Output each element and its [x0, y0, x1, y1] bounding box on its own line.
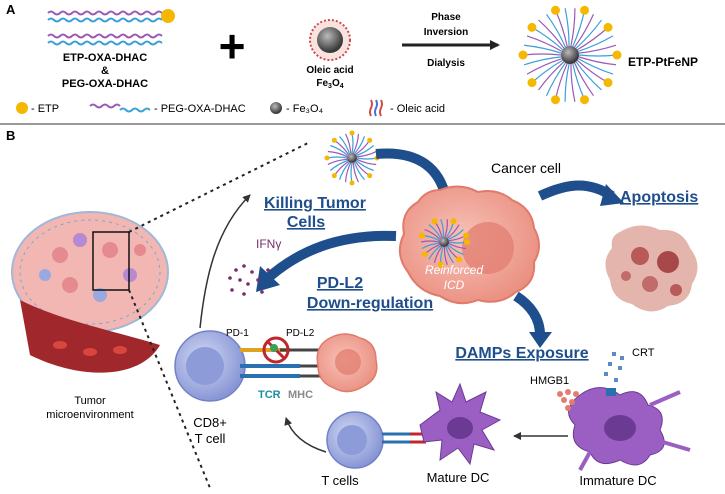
ampersand-label: &: [101, 65, 109, 77]
cancer-cell-label: Cancer cell: [491, 160, 561, 176]
immature-dc-icon: [568, 387, 691, 471]
tme-label-2: microenvironment: [46, 409, 133, 421]
zoom-box: [92, 231, 130, 291]
cd8-label-2: T cell: [195, 431, 226, 446]
pdl2-label-1: PD-L2: [317, 275, 363, 292]
oleic-acid-label: Oleic acid: [306, 65, 353, 76]
mhc-label: MHC: [288, 389, 313, 401]
crt-icon: [604, 352, 624, 396]
peg-legend-icon: [89, 103, 121, 109]
fe3o4-legend-icon: [270, 102, 282, 114]
compound2-label: PEG-OXA-DHAC: [62, 78, 148, 90]
t-cells-icon: [326, 411, 384, 469]
cd8-t-cell-icon: [174, 330, 246, 402]
killing-label-1: Killing Tumor: [264, 195, 366, 212]
phase-label: Phase: [431, 12, 461, 23]
activation-arrow: [284, 417, 327, 453]
panel-a-legend: - ETP - PEG-OXA-DHAC - Fe₃O₄ - Oleic aci…: [16, 99, 445, 117]
etp-ball-icon: [161, 9, 175, 23]
killing-label-2: Cells: [287, 214, 325, 231]
tumor-cell-small-icon: [316, 333, 378, 393]
hmgb1-icon: [557, 389, 579, 411]
damps-label: DAMPs Exposure: [455, 345, 588, 362]
pdl2-label-2: Down-regulation: [307, 295, 433, 312]
ifn-label: IFNγ: [256, 237, 281, 251]
pdl2-arrow: [264, 230, 397, 282]
panel-a: A ETP-OXA-DHAC & PEG-OXA-DHAC + Oleic ac…: [6, 2, 698, 117]
zoom-line-bottom: [128, 289, 211, 489]
killing-arrow: [199, 194, 251, 329]
tcr-label: TCR: [258, 389, 281, 401]
ifn-dots-icon: [228, 264, 270, 296]
panel-b-label: B: [6, 128, 15, 143]
pd1-label: PD-1: [226, 328, 249, 339]
legend-fe3o4: - Fe₃O₄: [286, 103, 324, 115]
apoptosis-arrow: [537, 180, 615, 201]
tme-label-1: Tumor: [74, 395, 106, 407]
pdl2-receptor-label: PD-L2: [286, 328, 315, 339]
apoptotic-cell-icon: [605, 225, 698, 312]
apoptosis-label: Apoptosis: [620, 189, 698, 206]
dialysis-label: Dialysis: [427, 58, 465, 69]
blood-vessel-icon: [20, 300, 160, 373]
etp-polymer-chains: [47, 9, 175, 46]
damps-arrow: [513, 291, 545, 336]
crt-label: CRT: [632, 347, 655, 359]
product-label: ETP-PtFeNP: [628, 55, 698, 69]
immature-dc-label: Immature DC: [579, 473, 656, 488]
legend-peg: - PEG-OXA-DHAC: [154, 103, 246, 115]
reinforced-label: Reinforced: [425, 263, 483, 277]
legend-etp: - ETP: [31, 103, 59, 115]
fe3o4-label: Fe3O4: [316, 78, 343, 90]
cancer-cell-icon: [398, 185, 540, 305]
zoom-line-top: [128, 142, 309, 233]
compound1-label: ETP-OXA-DHAC: [63, 52, 147, 64]
plus-sign: +: [219, 20, 246, 72]
etp-ptfenp-nanoparticle-icon: [518, 5, 622, 105]
panel-a-label: A: [6, 2, 16, 17]
panel-b: B Tumor microenvironment: [6, 128, 698, 489]
nanoparticle-entering-icon: [324, 130, 380, 186]
tumor-tissue-icon: [11, 211, 169, 373]
etp-legend-icon: [16, 102, 28, 114]
legend-oleic: - Oleic acid: [390, 103, 445, 115]
mature-dc-icon: [419, 382, 502, 466]
t-cells-label: T cells: [321, 473, 359, 488]
hmgb1-label: HMGB1: [530, 375, 569, 387]
icd-label: ICD: [444, 278, 465, 292]
mature-dc-label: Mature DC: [427, 470, 490, 485]
oleic-acid-legend-icon: [369, 99, 383, 117]
blocked-icon: [262, 336, 290, 364]
cd8-label-1: CD8+: [193, 415, 227, 430]
fe3o4-core-icon: [309, 19, 351, 61]
tcr-mhc-small: [382, 432, 426, 444]
inversion-label: Inversion: [424, 27, 468, 38]
